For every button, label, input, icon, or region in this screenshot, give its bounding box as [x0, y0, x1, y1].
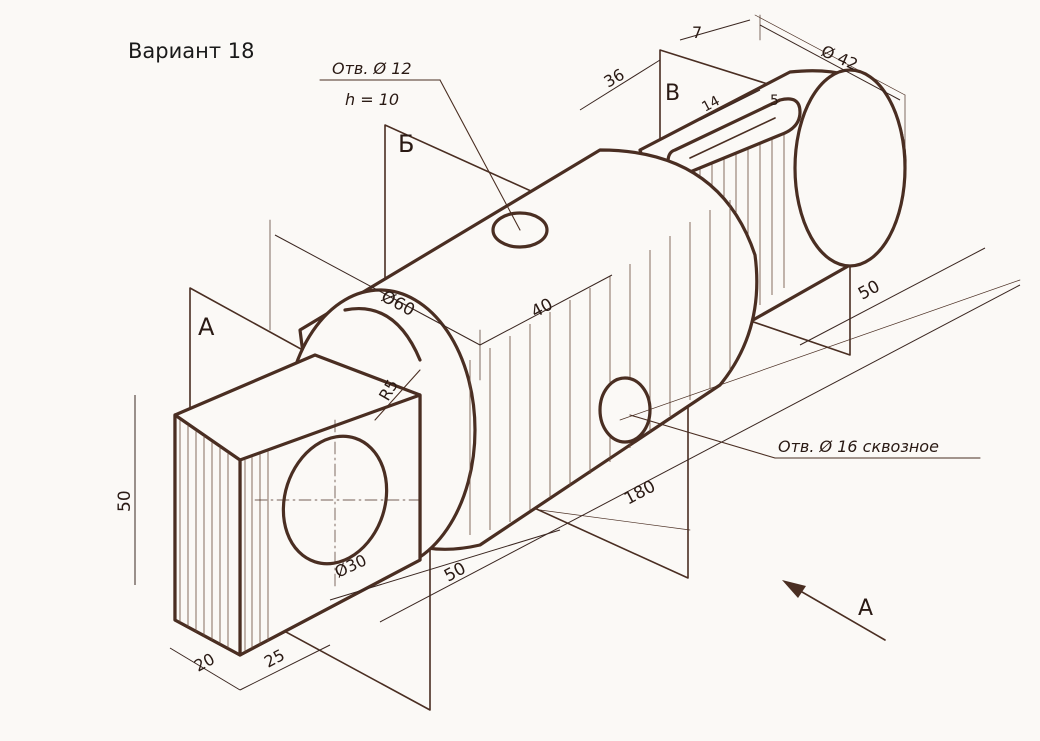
- view-arrow: [782, 580, 886, 641]
- note-top-hole-line1: Отв. Ø 12: [332, 59, 412, 78]
- view-arrow-letter: А: [858, 596, 873, 621]
- square-block: [173, 353, 422, 657]
- dim-7: 7: [692, 23, 702, 42]
- dim-36: 36: [601, 65, 628, 92]
- dim-d42: Ø 42: [818, 41, 860, 74]
- dim-50-left: 50: [115, 490, 135, 512]
- section-letter-v: В: [665, 81, 680, 106]
- variant-title: Вариант 18: [128, 39, 254, 63]
- front-bore: [281, 434, 389, 566]
- note-top-hole-line2: h = 10: [345, 90, 399, 109]
- note-side-hole: Отв. Ø 16 сквозное: [778, 437, 939, 456]
- keyway-slot: [666, 97, 802, 176]
- dim-14: 14: [699, 93, 722, 116]
- side-hole: [598, 376, 652, 444]
- section-letter-b: Б: [398, 130, 414, 158]
- dim-50-right: 50: [855, 277, 883, 305]
- section-letter-a: А: [198, 313, 215, 341]
- dim-5: 5: [770, 93, 779, 109]
- dim-50-bottom: 50: [441, 559, 469, 587]
- dim-20: 20: [191, 649, 218, 675]
